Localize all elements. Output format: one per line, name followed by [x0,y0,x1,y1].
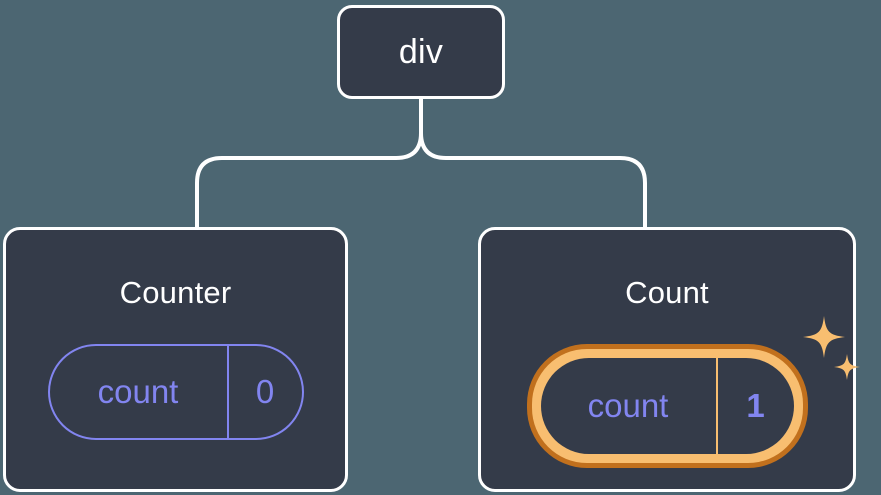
state-pill-highlight-outer-ring: count 1 [526,344,808,468]
state-value: 1 [715,358,794,454]
state-key: count [97,372,179,410]
root-node-label: div [398,33,444,71]
sparkles-group [802,316,860,380]
sparkle-icon [802,316,845,358]
connector-right-branch [419,97,647,229]
component-title: Count [625,275,709,310]
component-card-counter[interactable]: Counter count 0 [3,227,348,492]
root-node-div[interactable]: div [337,5,505,99]
state-pill-highlight-inner-ring: count 1 [531,349,803,463]
state-value: 0 [226,346,302,438]
state-pill-wrapper: count 0 [47,344,304,440]
connector-left-branch [195,97,423,229]
state-pill[interactable]: count 0 [47,344,304,440]
state-pill-wrapper: count 1 [526,316,860,468]
sparkle-icon [833,354,860,380]
state-key: count [587,386,669,424]
component-title: Counter [119,275,232,310]
component-card-count[interactable]: Count count 1 [478,227,860,492]
state-pill[interactable]: count 1 [540,358,794,454]
